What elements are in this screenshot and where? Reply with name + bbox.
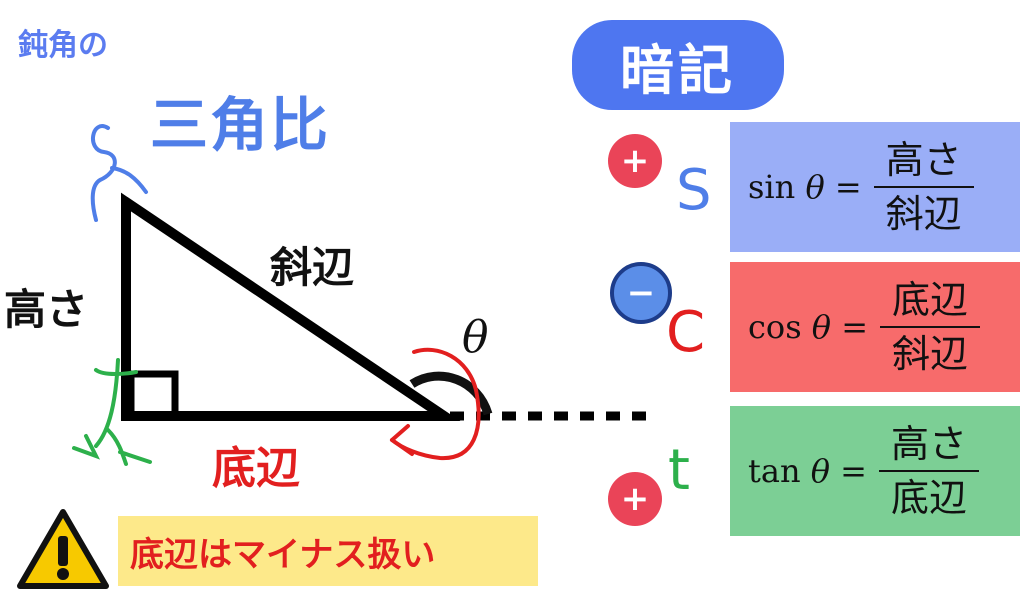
sin-numerator: 高さ — [885, 138, 962, 182]
sin-sign-badge: + — [608, 134, 662, 188]
sin-equals: = — [824, 168, 862, 206]
cos-equals: = — [831, 308, 869, 346]
cos-func-name: cos — [748, 308, 812, 346]
cos-denominator: 斜辺 — [892, 332, 969, 376]
tan-mnemonic-letter: t — [668, 438, 690, 503]
cos-sign-badge: − — [610, 262, 672, 324]
right-angle-marker — [127, 370, 179, 420]
sin-formula-row: sin θ = 高さ斜辺 — [730, 122, 1020, 252]
cos-formula-row: cos θ = 底辺斜辺 — [730, 262, 1020, 392]
tan-func-name: tan — [748, 452, 811, 490]
tan-arrow-head — [72, 434, 101, 460]
tan-stroke-t — [94, 358, 152, 466]
sin-formula-lhs: sin θ = — [748, 168, 862, 206]
sin-var: θ — [805, 168, 825, 206]
sin-denominator: 斜辺 — [885, 192, 962, 236]
cos-stroke-arrow — [390, 347, 481, 461]
cos-arrow-head — [390, 424, 414, 456]
obtuse-angle-arc — [409, 371, 493, 416]
sin-stroke-arrow — [110, 166, 148, 194]
hypotenuse-label: 斜辺 — [270, 243, 355, 292]
cos-numerator: 底辺 — [892, 278, 969, 322]
sin-fraction-bar — [873, 186, 974, 188]
cos-formula-lhs: cos θ = — [748, 308, 868, 346]
triangle-diagram — [72, 124, 648, 466]
tan-var: θ — [810, 452, 830, 490]
tan-fraction: 高さ底辺 — [878, 418, 979, 524]
sin-stroke-s — [90, 124, 117, 222]
cos-mnemonic-letter: C — [666, 300, 706, 365]
sin-mnemonic-letter: S — [676, 158, 712, 223]
base-label: 底辺 — [212, 443, 300, 494]
sin-func-name: sin — [748, 168, 806, 206]
small-title: 鈍角の — [18, 28, 108, 63]
tan-numerator: 高さ — [890, 422, 967, 466]
memo-badge: 暗記 — [572, 20, 784, 110]
tan-sign-badge: + — [608, 472, 662, 526]
warning-box: 底辺はマイナス扱い — [118, 516, 538, 586]
big-title: 三角比 — [150, 91, 331, 159]
warning-icon — [17, 509, 109, 589]
tan-formula-row: tan θ = 高さ底辺 — [730, 406, 1020, 536]
tan-denominator: 底辺 — [890, 476, 967, 520]
angle-label: θ — [462, 312, 489, 363]
cos-fraction: 底辺斜辺 — [880, 274, 981, 380]
height-label: 高さ — [4, 285, 89, 334]
cos-var: θ — [811, 308, 832, 346]
tan-equals: = — [829, 452, 867, 490]
right-triangle — [121, 192, 461, 421]
tan-fraction-bar — [878, 470, 979, 472]
cos-fraction-bar — [880, 326, 981, 328]
sin-fraction: 高さ斜辺 — [873, 134, 974, 240]
tan-formula-lhs: tan θ = — [748, 452, 867, 490]
